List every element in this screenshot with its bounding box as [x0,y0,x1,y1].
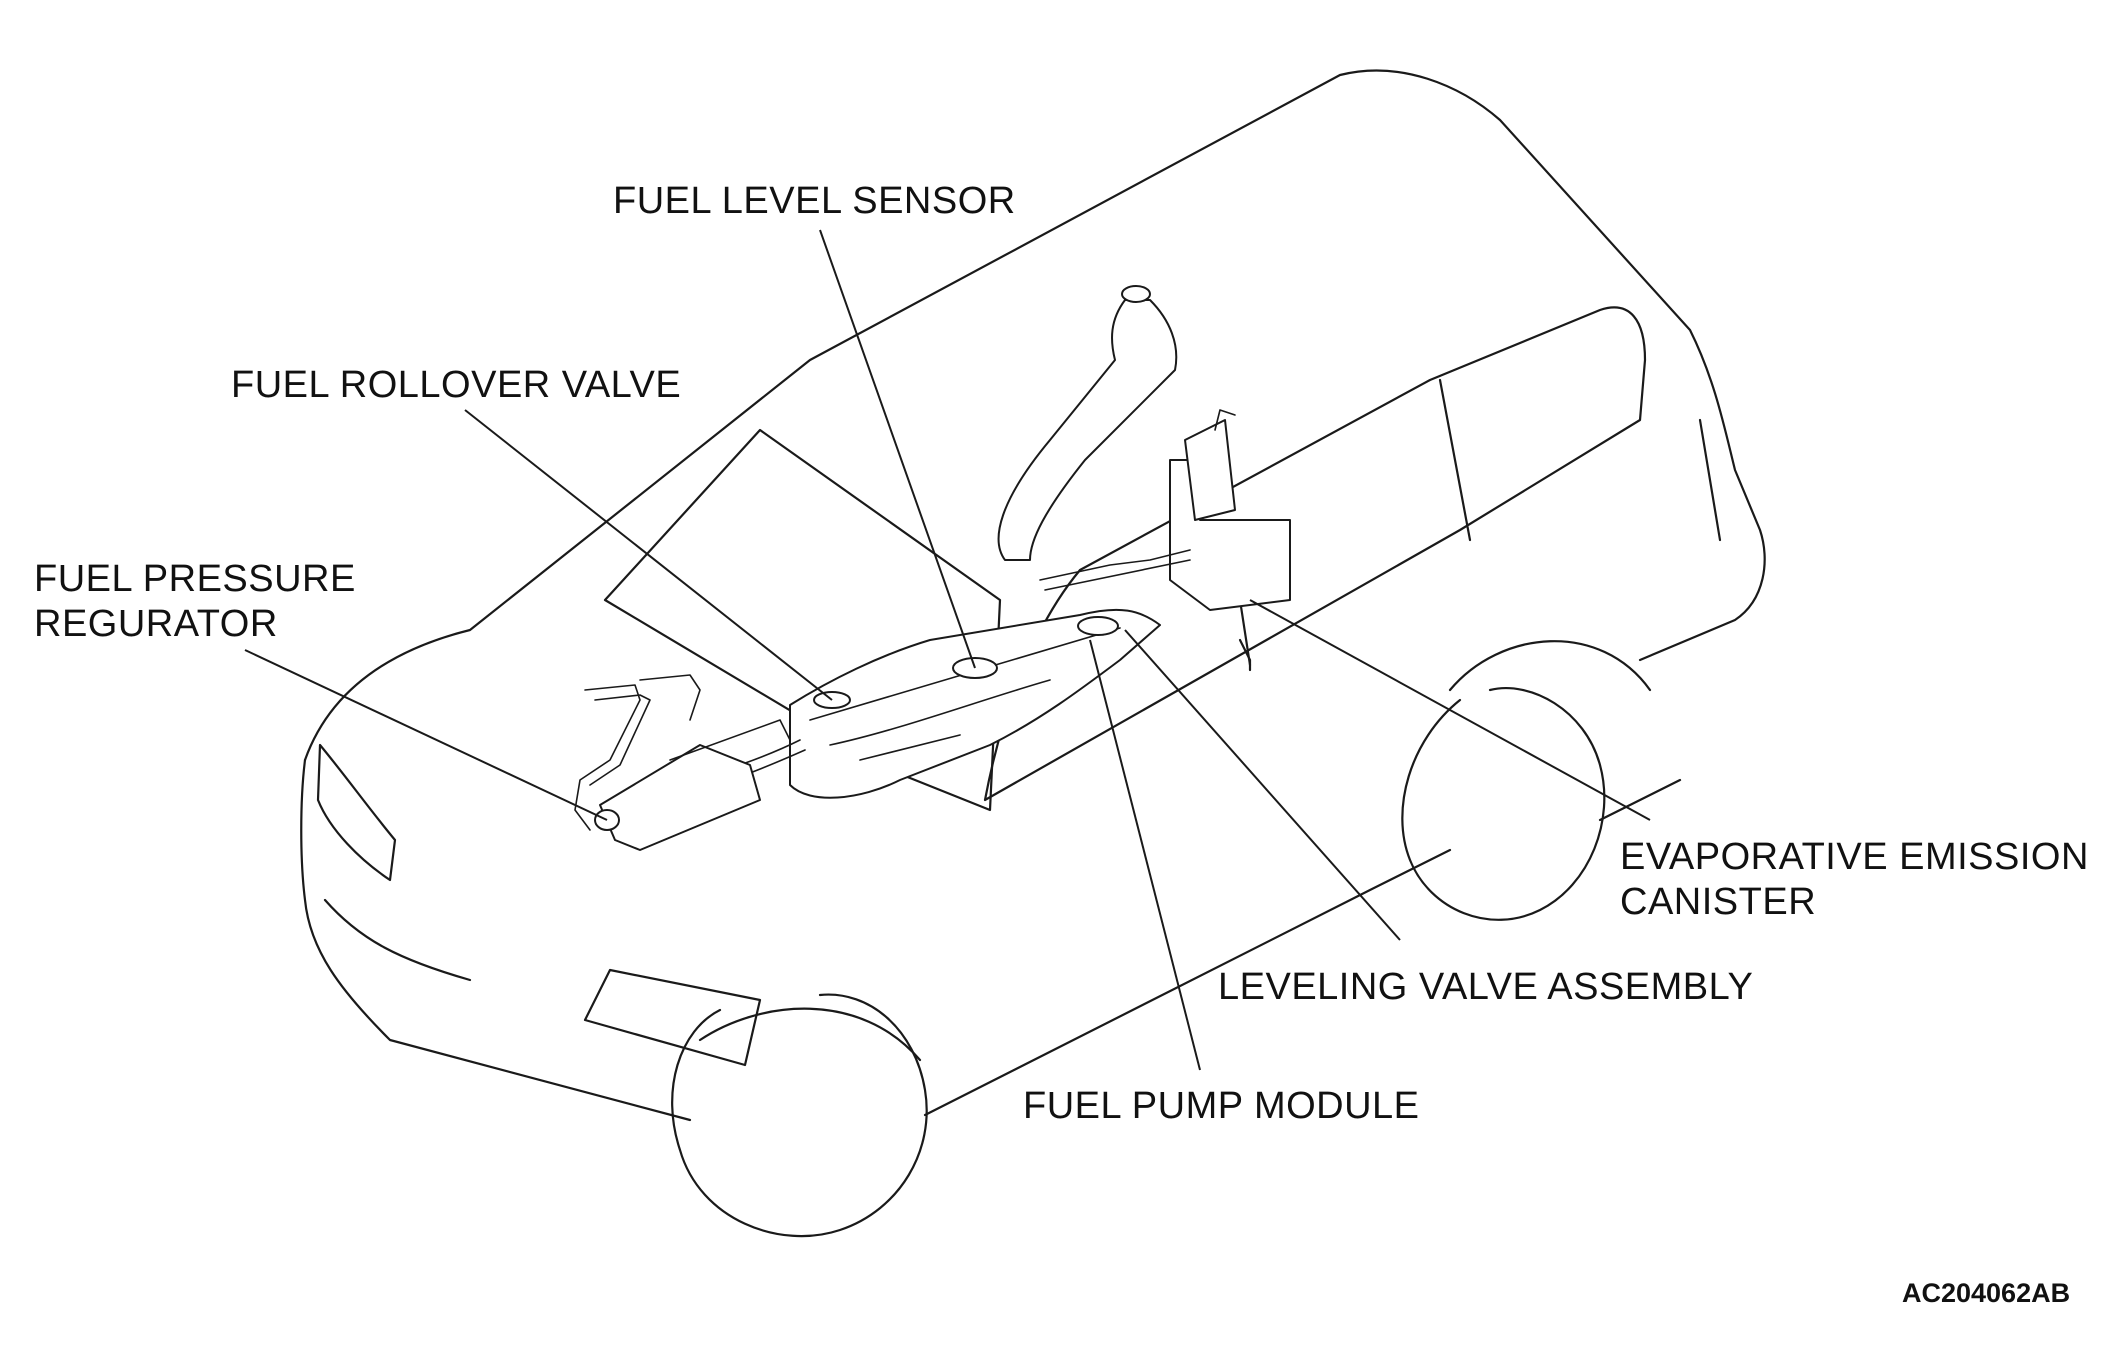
label-leveling-valve-assembly: LEVELING VALVE ASSEMBLY [1218,966,1754,1008]
leader-fuel-rollover-valve [464,409,833,701]
label-fuel-pump-module: FUEL PUMP MODULE [1023,1085,1420,1127]
leader-fuel-level-sensor [819,229,976,669]
figure-code: AC204062AB [1902,1278,2071,1308]
leader-fuel-pump-module [1089,639,1201,1071]
leader-lines [244,229,1651,1071]
leader-fuel-pressure-regurator [244,649,608,821]
label-fuel-pressure-regurator-line2: REGURATOR [34,603,278,645]
label-fuel-rollover-valve: FUEL ROLLOVER VALVE [231,364,682,406]
label-fuel-pressure-regurator-line1: FUEL PRESSURE [34,558,356,600]
leader-evaporative-emission-canister [1249,599,1651,821]
vehicle-body-outline [300,69,1766,1238]
fuel-system-components [574,285,1291,851]
leader-leveling-valve-assembly [1124,629,1401,941]
label-fuel-level-sensor: FUEL LEVEL SENSOR [613,180,1016,222]
label-evaporative-emission-canister-line2: CANISTER [1620,881,1817,923]
label-evaporative-emission-canister-line1: EVAPORATIVE EMISSION [1620,836,2089,878]
